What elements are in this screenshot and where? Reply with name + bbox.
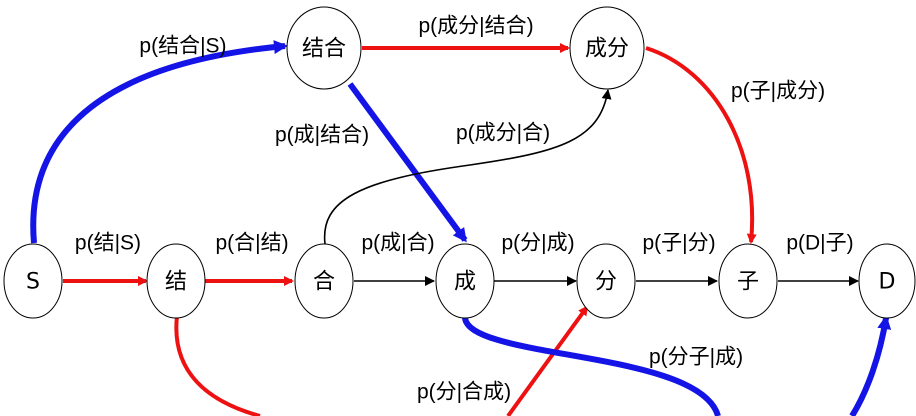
- label-zi-to-d: p(D|子): [786, 232, 853, 255]
- node-jiehe-label: 结合: [302, 37, 346, 62]
- label-he-to-cheng: p(成|合): [361, 232, 434, 255]
- node-d-label: D: [879, 270, 896, 295]
- node-d: D: [858, 243, 916, 319]
- node-cheng-label: 成: [454, 270, 476, 295]
- label-jie-to-fen: p(分|合成): [417, 381, 511, 404]
- label-s-to-jiehe: p(结合|S): [139, 35, 226, 58]
- edge-jiehe-to-cheng: [347, 82, 468, 243]
- node-fen: 分: [576, 243, 636, 319]
- label-cheng-to-d: p(分子|成): [649, 346, 743, 369]
- node-he-label: 合: [313, 270, 335, 295]
- label-jiehe-to-chengfen: p(成分|结合): [418, 15, 533, 38]
- label-s-to-jie: p(结|S): [75, 232, 141, 255]
- node-s: S: [3, 243, 63, 319]
- label-jiehe-to-cheng: p(成|结合): [275, 124, 369, 147]
- edge-he-to-chengfen: [323, 89, 612, 245]
- edge-chengfen-to-zi: [645, 46, 757, 244]
- node-chengfen-label: 成分: [585, 37, 629, 62]
- edge-s-to-jiehe: [30, 40, 288, 244]
- label-he-to-chengfen: p(成分|合): [456, 122, 550, 145]
- edge-jie-to-fen: [174, 307, 587, 416]
- node-he: 合: [294, 243, 354, 319]
- node-cheng: 成: [435, 243, 495, 319]
- node-zi-label: 子: [737, 270, 759, 295]
- label-chengfen-to-zi: p(子|成分): [731, 80, 825, 103]
- node-zi: 子: [718, 243, 778, 319]
- edge-cheng-to-d: [462, 318, 886, 416]
- node-fen-label: 分: [595, 270, 617, 295]
- node-s-label: S: [26, 270, 40, 295]
- node-jiehe: 结合: [286, 6, 362, 90]
- label-jie-to-he: p(合|结): [215, 232, 288, 255]
- node-jie-label: 结: [165, 270, 187, 295]
- label-fen-to-zi: p(子|分): [642, 232, 715, 255]
- node-jie: 结: [146, 243, 206, 319]
- label-cheng-to-fen: p(分|成): [501, 232, 574, 255]
- node-chengfen: 成分: [569, 6, 645, 90]
